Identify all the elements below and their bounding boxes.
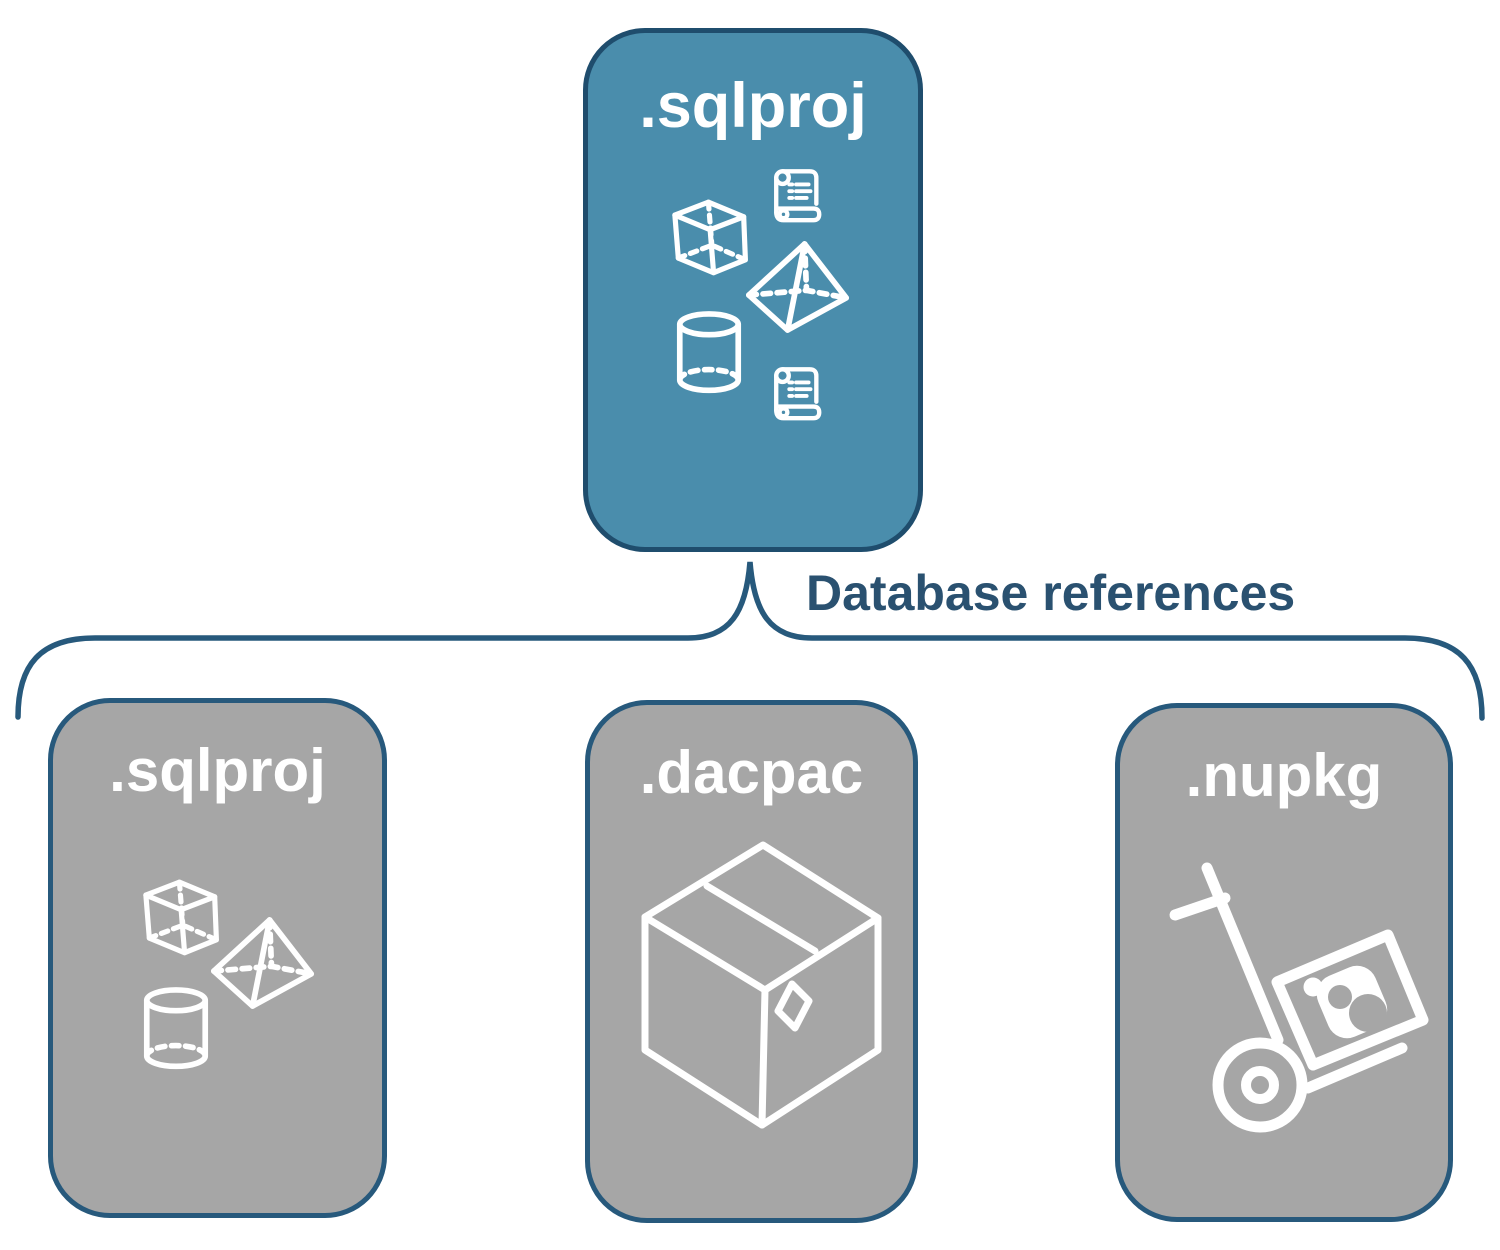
child-node-nupkg: .nupkg xyxy=(1115,703,1453,1222)
cylinder-icon xyxy=(143,987,209,1074)
hand-truck-nuget-icon xyxy=(1145,835,1465,1155)
cube-icon xyxy=(668,191,754,277)
child-node-label: .sqlproj xyxy=(109,737,326,804)
scroll-icon xyxy=(768,363,826,425)
root-node-label: .sqlproj xyxy=(639,71,867,141)
child-node-label: .nupkg xyxy=(1185,742,1383,809)
child-node-sqlproj: .sqlproj xyxy=(48,698,387,1218)
package-box-icon xyxy=(640,840,882,1130)
pyramid-icon xyxy=(746,241,850,334)
root-node-sqlproj: .sqlproj xyxy=(583,28,923,552)
child-node-label: .dacpac xyxy=(639,739,864,806)
connector-label: Database references xyxy=(806,565,1296,621)
cube-icon xyxy=(139,871,225,957)
pyramid-icon xyxy=(211,917,315,1010)
child-node-dacpac: .dacpac xyxy=(585,700,918,1223)
cylinder-icon xyxy=(676,311,742,398)
brace-connector xyxy=(15,561,1485,721)
scroll-icon xyxy=(768,165,826,227)
nuget-logo xyxy=(1303,965,1388,1039)
